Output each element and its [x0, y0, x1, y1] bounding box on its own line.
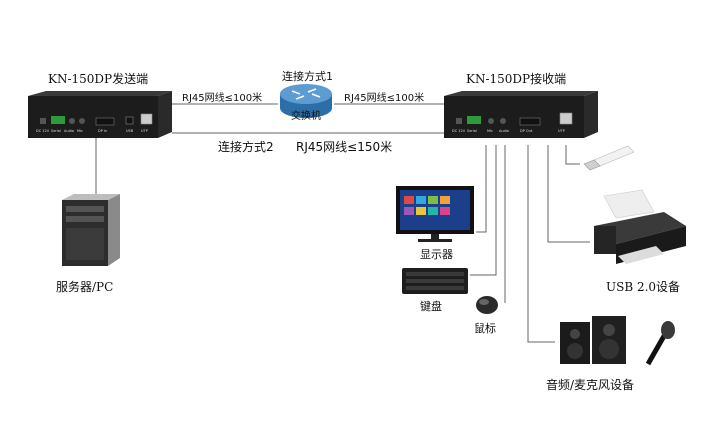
usb-device-label: USB 2.0设备 — [606, 280, 681, 294]
mouse-device — [476, 296, 498, 314]
sender-device — [28, 91, 172, 138]
receiver-port-label: DP Out — [520, 129, 533, 133]
connection2-cable-label: RJ45网线≤150米 — [296, 140, 393, 154]
receiver-port-label: Serial — [467, 129, 477, 133]
keyboard-device — [402, 268, 468, 294]
keyboard-label: 键盘 — [420, 300, 442, 313]
audio-device-label: 音频/麦克风设备 — [546, 378, 635, 392]
sender-port-label: USB — [126, 129, 134, 133]
cable-printer — [547, 145, 590, 243]
cable-usb — [565, 145, 580, 165]
sender-title: KN-150DP发送端 — [48, 72, 149, 86]
connection1-right-cable-label: RJ45网线≤100米 — [344, 93, 425, 104]
sender-port-label: UTP — [141, 129, 148, 133]
sender-port-label: Mic — [77, 129, 83, 133]
connection2-label: 连接方式2 — [218, 140, 274, 154]
receiver-port-label: Audio — [499, 129, 509, 133]
server-label: 服务器/PC — [56, 280, 114, 294]
receiver-port-label: Mic — [487, 129, 493, 133]
switch-device — [280, 84, 332, 118]
connection1-left-cable-label: RJ45网线≤100米 — [182, 93, 263, 104]
receiver-device — [444, 91, 598, 138]
sender-port-label: DC 12V — [36, 129, 50, 133]
server-tower — [62, 194, 120, 266]
speaker-devices — [560, 316, 626, 364]
microphone-device — [645, 321, 675, 366]
receiver-title: KN-150DP接收端 — [466, 72, 567, 86]
sender-port-label: DP In — [98, 129, 107, 133]
cable-keyboard — [470, 145, 497, 276]
monitor-label: 显示器 — [420, 248, 453, 261]
receiver-port-label: UTP — [558, 129, 565, 133]
printer-device — [594, 189, 686, 264]
usb-flash-device — [583, 145, 635, 171]
switch-label: 交换机 — [291, 111, 321, 122]
cable-monitor — [476, 145, 487, 233]
connection1-title: 连接方式1 — [282, 70, 333, 83]
sender-port-label: Audio — [64, 129, 74, 133]
sender-port-label: Serial — [51, 129, 61, 133]
cable-audio — [527, 145, 555, 343]
receiver-port-label: DC 12V — [452, 129, 466, 133]
monitor-device — [396, 186, 474, 242]
mouse-label: 鼠标 — [474, 322, 496, 335]
